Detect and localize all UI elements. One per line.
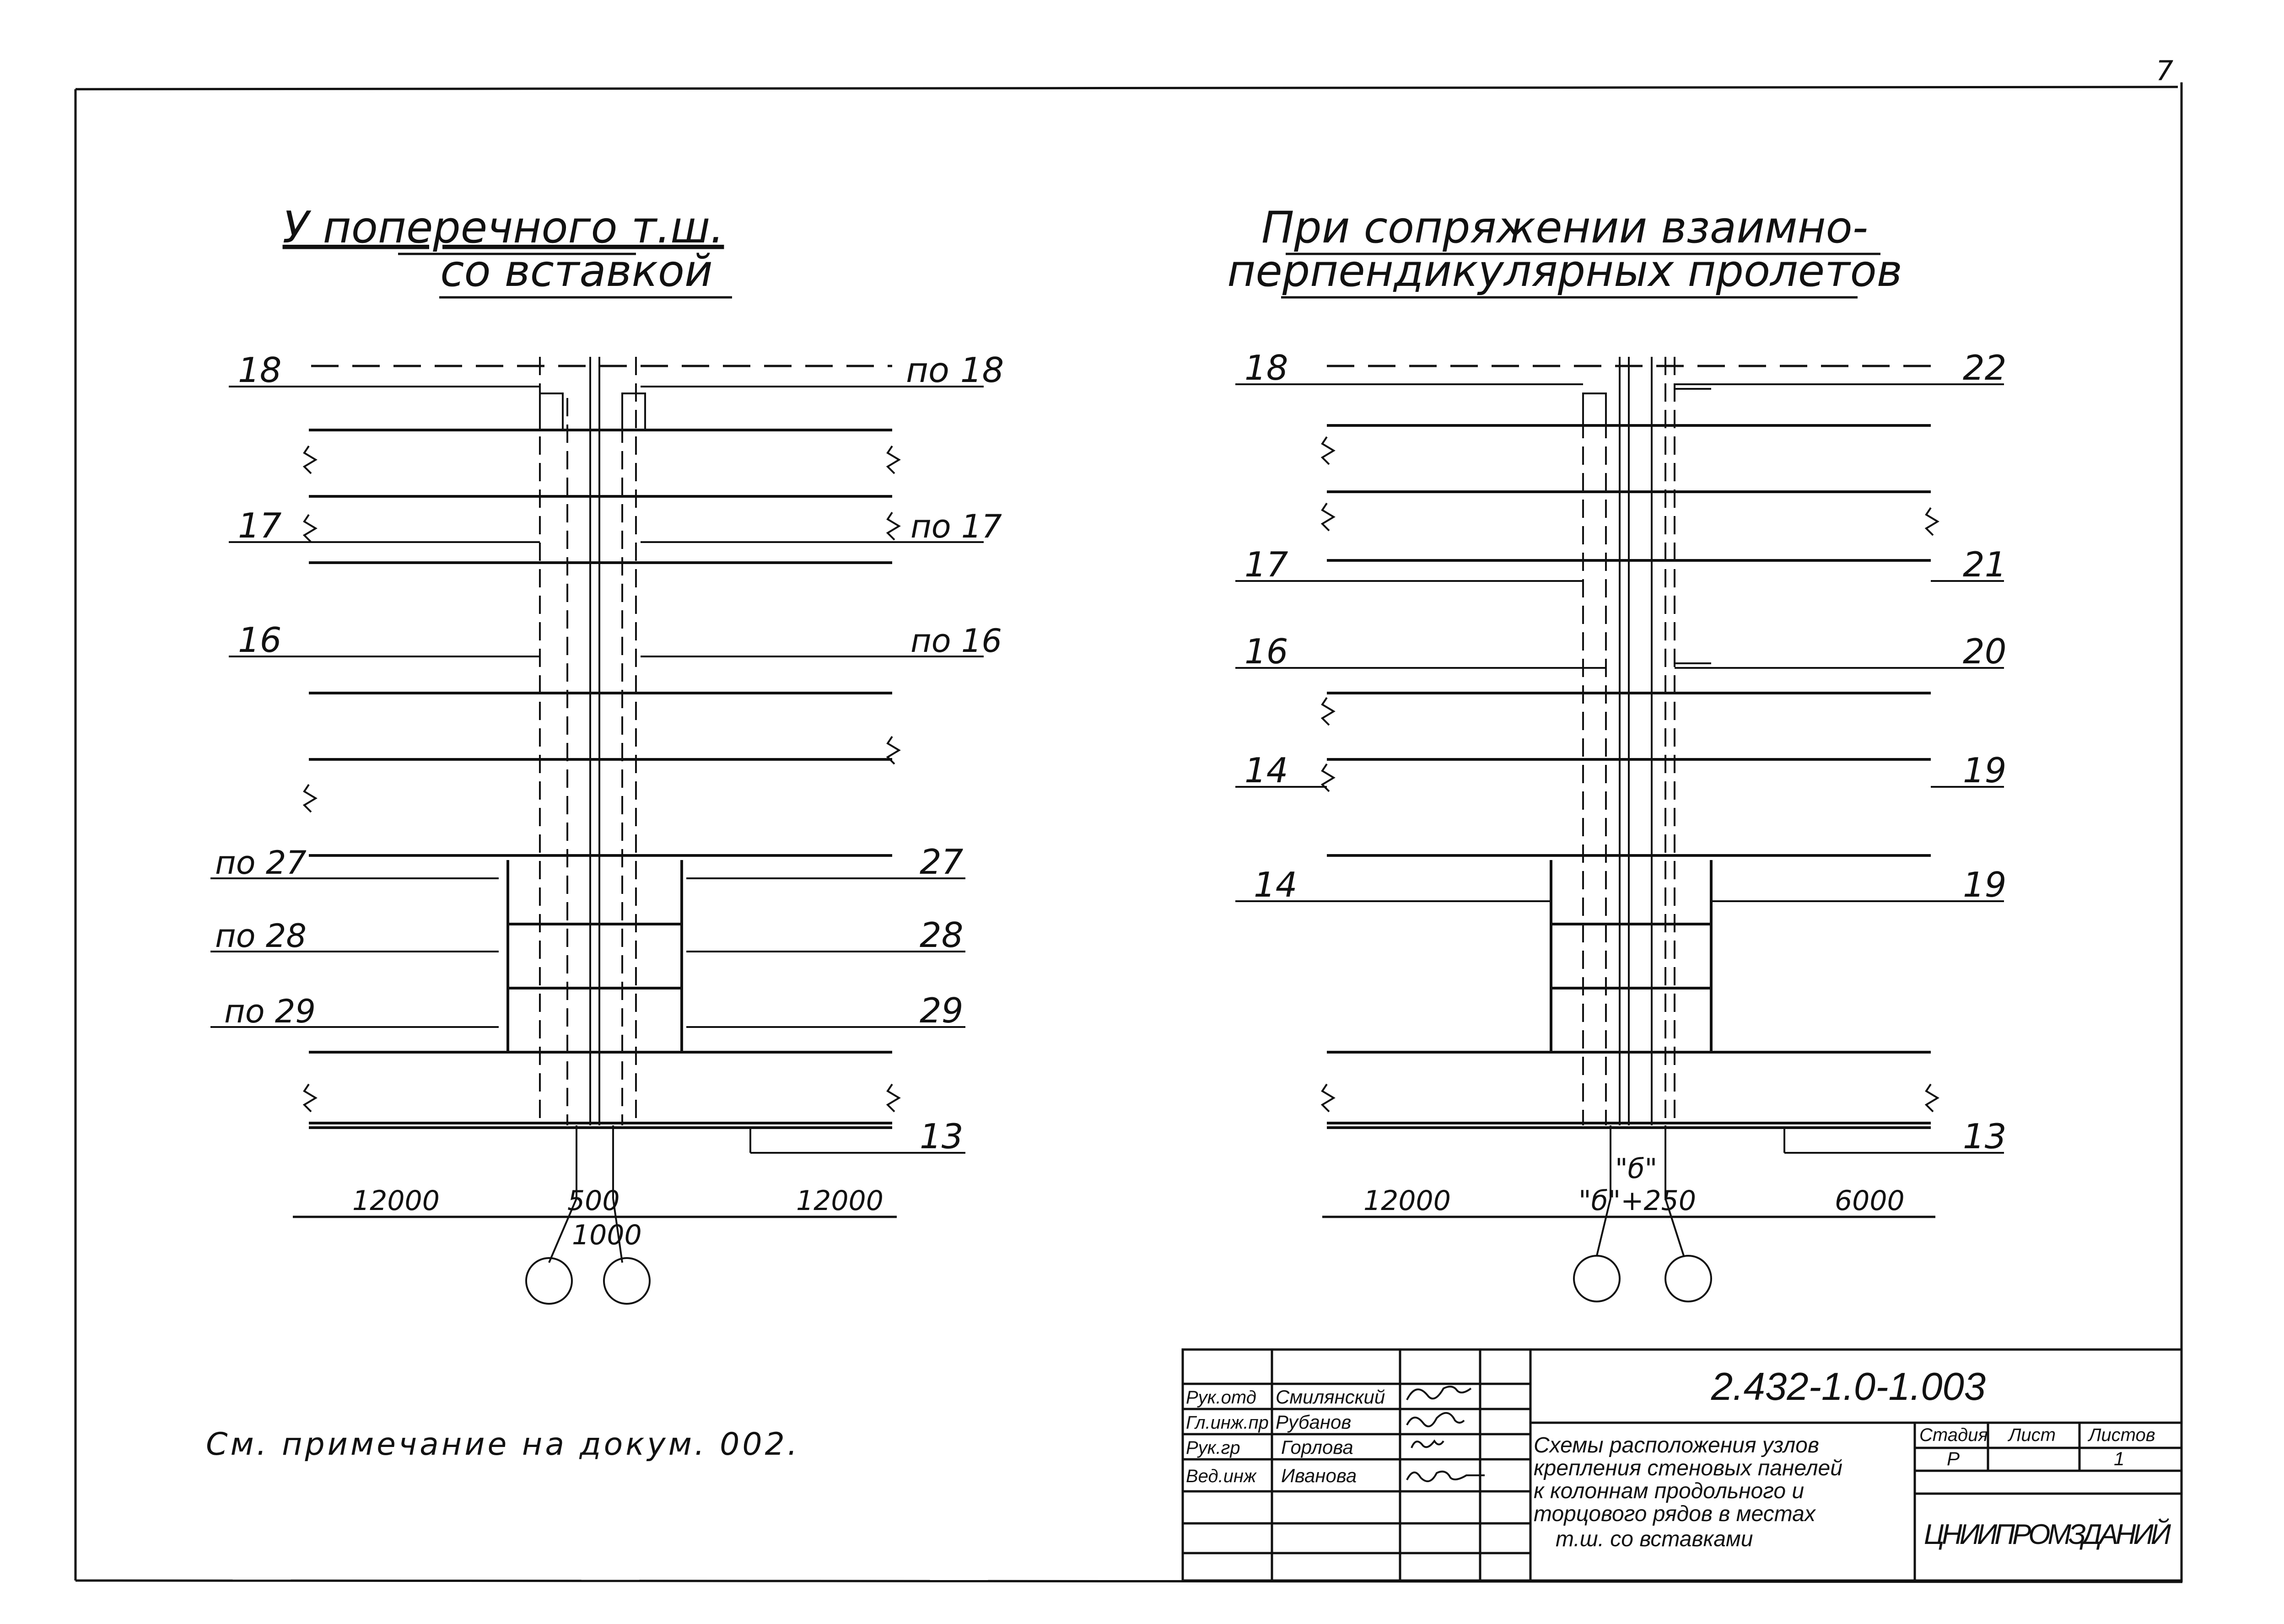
role-3: Вед.инж xyxy=(1186,1466,1257,1486)
right-view: При сопряжении взаимно- перпендикулярных… xyxy=(1227,203,2006,1302)
left-label-28: 28 xyxy=(920,915,963,955)
signatures xyxy=(1406,1386,1485,1482)
right-label-18: 18 xyxy=(1244,348,1288,388)
description-line-1: крепления стеновых панелей xyxy=(1534,1456,1842,1480)
description-line-2: к колоннам продольного и xyxy=(1534,1479,1804,1503)
left-label-po29: по 29 xyxy=(224,993,316,1030)
left-dim-1000: 1000 xyxy=(572,1219,642,1251)
left-label-po27: по 27 xyxy=(215,844,307,882)
name-1: Рубанов xyxy=(1276,1411,1351,1433)
left-column-heads xyxy=(539,393,646,431)
name-3: Иванова xyxy=(1281,1465,1357,1486)
organization-name: ЦНИИПРОМЗДАНИЙ xyxy=(1924,1518,2171,1550)
right-label-19-upper: 19 xyxy=(1963,750,2006,790)
role-1: Гл.инж.пр xyxy=(1186,1413,1269,1433)
description-line-3: торцового рядов в местах xyxy=(1534,1502,1816,1526)
right-dim-b-plus-250: "б"+250 xyxy=(1578,1185,1696,1217)
document-code: 2.432-1.0-1.003 xyxy=(1711,1365,1986,1409)
right-title-line1: При сопряжении взаимно- xyxy=(1261,203,1868,253)
right-column-lines xyxy=(1582,357,1675,1199)
sheet-label: Лист xyxy=(2007,1425,2056,1445)
stage-value: Р xyxy=(1947,1448,1960,1469)
right-label-21: 21 xyxy=(1963,544,2006,585)
left-label-13: 13 xyxy=(920,1116,963,1156)
left-label-17: 17 xyxy=(238,505,282,546)
left-label-po28: по 28 xyxy=(215,917,307,955)
left-label-po18: по 18 xyxy=(906,350,1004,390)
description-line-0: Схемы расположения узлов xyxy=(1534,1433,1819,1457)
right-column-heads xyxy=(1582,388,1711,664)
right-label-14-lower: 14 xyxy=(1254,865,1297,905)
left-title-line1: У поперечного т.ш. xyxy=(283,203,724,253)
left-label-29: 29 xyxy=(920,990,963,1031)
sheets-label: Листов xyxy=(2087,1425,2155,1445)
left-label-27: 27 xyxy=(920,842,964,882)
left-insert-box xyxy=(506,860,683,1052)
reference-note: См. примечание на докум. 002. xyxy=(206,1426,800,1463)
right-dim-b: "б" xyxy=(1615,1153,1657,1185)
right-label-13: 13 xyxy=(1963,1116,2006,1156)
right-break-marks xyxy=(1320,436,1939,1113)
right-insert-box xyxy=(1550,860,1713,1052)
left-panel-lines xyxy=(309,429,892,1129)
left-label-leaders xyxy=(210,386,984,1154)
right-label-leaders xyxy=(1235,383,2004,1154)
role-2: Рук.гр xyxy=(1186,1438,1240,1458)
right-label-20: 20 xyxy=(1963,631,2006,672)
left-column-lines xyxy=(539,357,637,1199)
name-2: Горлова xyxy=(1281,1436,1353,1458)
left-label-po16: по 16 xyxy=(910,622,1002,660)
left-break-marks xyxy=(302,445,901,1113)
role-0: Рук.отд xyxy=(1186,1387,1256,1408)
sheet-value: 1 xyxy=(2114,1448,2124,1469)
right-label-14-upper: 14 xyxy=(1244,750,1288,790)
right-dim-12000: 12000 xyxy=(1363,1185,1451,1217)
right-title-line2: перпендикулярных пролетов xyxy=(1227,246,1902,296)
right-label-16: 16 xyxy=(1244,631,1288,672)
page-number: 7 xyxy=(2156,55,2173,87)
title-block: 2.432-1.0-1.003 Рук.отд Гл.инж.пр Рук.гр… xyxy=(1181,1348,2183,1582)
sheet-frame xyxy=(74,82,2183,1583)
right-dim-6000: 6000 xyxy=(1835,1185,1905,1217)
right-axis-bubbles xyxy=(1573,1198,1712,1302)
left-label-18: 18 xyxy=(238,350,281,390)
description-line-4: т.ш. со вставками xyxy=(1556,1527,1753,1551)
left-label-po17: по 17 xyxy=(910,508,1002,545)
left-axis-bubbles xyxy=(525,1198,651,1305)
right-label-17: 17 xyxy=(1244,544,1288,585)
left-dim-12000-left: 12000 xyxy=(352,1185,440,1217)
right-label-22: 22 xyxy=(1963,348,2006,388)
right-label-19-lower: 19 xyxy=(1963,865,2006,905)
left-title-line2: со вставкой xyxy=(440,246,713,296)
stage-label: Стадия xyxy=(1919,1425,1988,1445)
name-0: Смилянский xyxy=(1276,1386,1385,1408)
left-view: У поперечного т.ш. со вставкой xyxy=(210,203,1004,1305)
left-dim-12000-right: 12000 xyxy=(796,1185,883,1217)
left-label-16: 16 xyxy=(238,620,281,660)
